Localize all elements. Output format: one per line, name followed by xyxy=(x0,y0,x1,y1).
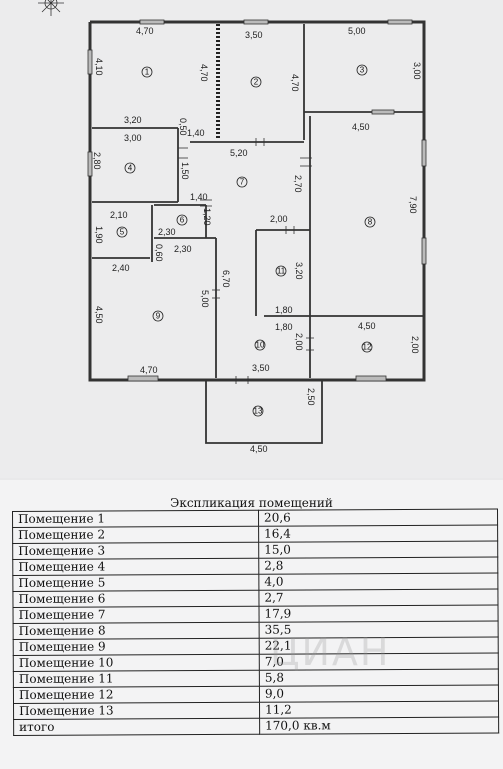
room-area: 20,6 xyxy=(258,508,498,527)
dimension-label: 4,50 xyxy=(250,444,268,454)
total-label: итого xyxy=(13,718,260,736)
room-number: 12 xyxy=(363,343,372,352)
room-name: Помещение 7 xyxy=(13,606,260,624)
room-name: Помещение 2 xyxy=(12,526,259,544)
room-number: 5 xyxy=(120,228,125,237)
room-number: 3 xyxy=(360,66,365,75)
room-name: Помещение 5 xyxy=(12,574,259,592)
room-name: Помещение 4 xyxy=(12,558,259,576)
room-name: Помещение 9 xyxy=(13,638,260,656)
room-area: 2,7 xyxy=(258,588,498,607)
dimension-label: 4,50 xyxy=(94,306,104,324)
dimension-label: 1,40 xyxy=(187,128,205,138)
room-name: Помещение 1 xyxy=(12,510,259,528)
room-number: 6 xyxy=(180,216,185,225)
room-number: 13 xyxy=(254,407,263,416)
dimension-label: 1,20 xyxy=(202,208,212,226)
room-number: 9 xyxy=(156,312,161,321)
dimension-label: 2,00 xyxy=(410,336,420,354)
room-name: Помещение 3 xyxy=(12,542,259,560)
room-area: 17,9 xyxy=(259,604,499,623)
room-area: 16,4 xyxy=(258,524,498,543)
dimension-label: 1,40 xyxy=(190,192,208,202)
dimension-label: 7,90 xyxy=(408,196,418,214)
dimension-label: 0,50 xyxy=(178,118,188,136)
explication-title: Экспликация помещений xyxy=(170,496,333,510)
dimension-label: 6,70 xyxy=(221,270,231,288)
dimension-label: 3,00 xyxy=(124,133,142,143)
dimension-label: 1,90 xyxy=(94,226,104,244)
floor-plan: 4,70 3,50 5,00 4,10 4,70 4,70 3,00 3,20 … xyxy=(38,0,427,454)
room-number: 1 xyxy=(145,68,150,77)
room-name: Помещение 13 xyxy=(13,702,260,720)
room-number: 7 xyxy=(240,178,245,187)
dimension-label: 0,60 xyxy=(154,244,164,262)
dimension-label: 5,00 xyxy=(200,290,210,308)
dimension-label: 4,50 xyxy=(352,122,370,132)
dimension-label: 2,10 xyxy=(110,210,128,220)
dimension-label: 2,00 xyxy=(270,214,288,224)
dimension-label: 4,70 xyxy=(290,74,300,92)
room-name: Помещение 8 xyxy=(13,622,260,640)
room-number: 4 xyxy=(128,164,133,173)
dimension-label: 1,80 xyxy=(275,305,293,315)
dimension-label: 4,50 xyxy=(358,321,376,331)
outer-wall xyxy=(88,20,426,382)
dimension-label: 3,50 xyxy=(252,363,270,373)
room-name: Помещение 6 xyxy=(12,590,260,608)
porch-wall xyxy=(205,380,323,444)
room-area: 15,0 xyxy=(258,540,498,559)
room-name: Помещение 12 xyxy=(13,686,260,704)
dimension-label: 2,00 xyxy=(294,333,304,351)
dimension-label: 1,50 xyxy=(180,162,190,180)
room-name: Помещение 10 xyxy=(13,654,260,672)
room-area: 11,2 xyxy=(259,700,499,719)
dimension-label: 1,80 xyxy=(275,322,293,332)
dimension-label: 4,70 xyxy=(199,64,209,82)
room-number: 10 xyxy=(256,341,265,350)
dimension-label: 2,80 xyxy=(92,152,102,170)
dimension-label: 5,00 xyxy=(348,26,366,36)
dimension-label: 3,50 xyxy=(245,30,263,40)
room-area: 2,8 xyxy=(258,556,498,575)
room-number: 2 xyxy=(254,78,259,87)
room-number: 8 xyxy=(368,218,373,227)
dimension-labels: 4,70 3,50 5,00 4,10 4,70 4,70 3,00 3,20 … xyxy=(92,26,422,454)
dimension-label: 4,70 xyxy=(140,365,158,375)
dimension-label: 2,50 xyxy=(306,388,316,406)
compass-icon xyxy=(38,0,64,16)
dimension-label: 4,10 xyxy=(94,58,104,76)
dimension-label: 2,40 xyxy=(112,263,130,273)
total-value: 170,0 кв.м xyxy=(259,716,499,735)
floor-plan-area: 4,70 3,50 5,00 4,10 4,70 4,70 3,00 3,20 … xyxy=(38,0,427,454)
dimension-label: 2,30 xyxy=(174,244,192,254)
dimension-label: 3,20 xyxy=(294,262,304,280)
room-number: 11 xyxy=(277,267,286,276)
room-numbers xyxy=(116,64,376,417)
dimension-label: 5,20 xyxy=(230,148,248,158)
dimension-label: 3,20 xyxy=(124,115,142,125)
room-area: 4,0 xyxy=(258,572,498,591)
room-area: 9,0 xyxy=(259,684,499,703)
dimension-label: 2,70 xyxy=(293,175,303,193)
watermark-text: ЦИАН xyxy=(270,630,391,674)
dimension-label: 2,30 xyxy=(158,227,176,237)
room-name: Помещение 11 xyxy=(13,670,260,688)
dimension-label: 3,00 xyxy=(412,62,422,80)
dimension-label: 4,70 xyxy=(136,26,154,36)
